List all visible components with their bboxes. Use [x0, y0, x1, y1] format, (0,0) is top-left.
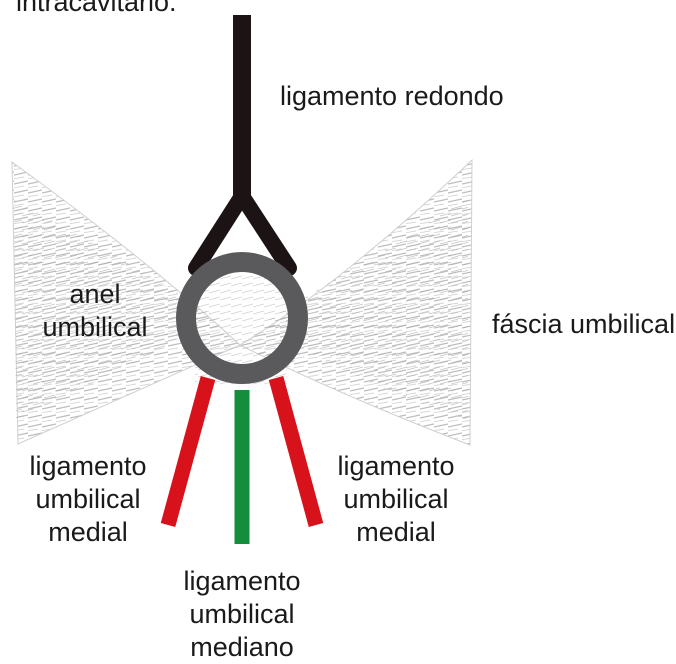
label-medial-left-line-1: ligamento — [18, 450, 158, 483]
label-medial-ligament-right: ligamento umbilical medial — [326, 450, 466, 549]
label-medial-left-line-2: umbilical — [18, 483, 158, 516]
header-fragment: intracavitário. — [16, 0, 177, 19]
round-ligament — [196, 15, 289, 268]
label-umbilical-ring-line-2: umbilical — [40, 311, 150, 344]
label-umbilical-fascia: fáscia umbilical — [492, 308, 675, 341]
label-medial-left-line-3: medial — [18, 516, 158, 549]
medial-umbilical-ligament-right — [276, 378, 316, 525]
label-umbilical-ring-line-1: anel — [40, 278, 150, 311]
label-umbilical-ring: anel umbilical — [40, 278, 150, 344]
medial-umbilical-ligament-left — [168, 378, 208, 525]
label-median-ligament: ligamento umbilical mediano — [172, 565, 312, 664]
label-medial-right-line-2: umbilical — [326, 483, 466, 516]
label-median-line-1: ligamento — [172, 565, 312, 598]
label-medial-right-line-1: ligamento — [326, 450, 466, 483]
label-medial-ligament-left: ligamento umbilical medial — [18, 450, 158, 549]
label-round-ligament: ligamento redondo — [280, 80, 504, 113]
label-median-line-2: umbilical — [172, 598, 312, 631]
label-median-line-3: mediano — [172, 631, 312, 664]
label-medial-right-line-3: medial — [326, 516, 466, 549]
